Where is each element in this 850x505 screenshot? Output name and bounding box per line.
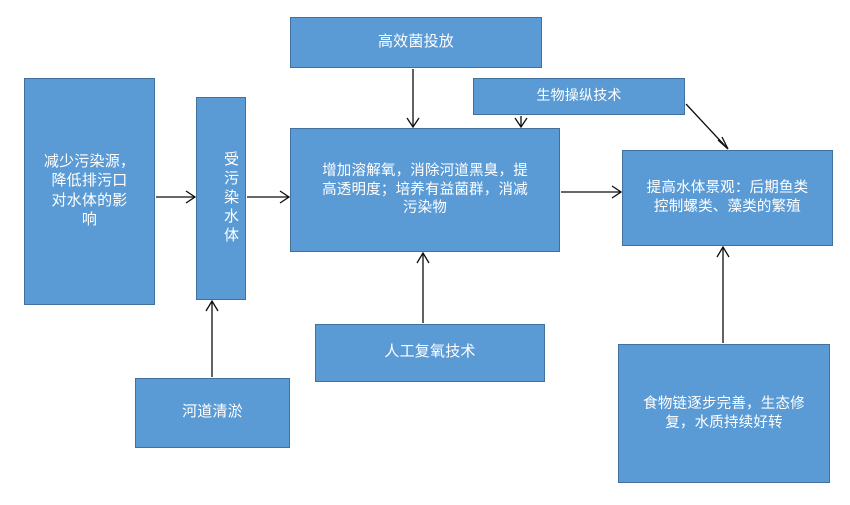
edge-reoxygenation-to-improve-do (416, 251, 430, 323)
edge-bacteria-dosing-to-improve-do (406, 69, 420, 129)
edge-reduce-source-to-polluted-water (156, 190, 197, 204)
node-label: 人工复氧技术 (384, 344, 476, 361)
node-label: 食物链逐步完善，生态修 复，水质持续好转 (643, 395, 805, 431)
node-label: 增加溶解氧，消除河道黑臭，提 高透明度；培养有益菌群，消减 污染物 (322, 163, 528, 217)
edge-polluted-water-to-improve-do (247, 190, 291, 204)
node-food-chain-restoration[interactable]: 食物链逐步完善，生态修 复，水质持续好转 (618, 344, 830, 483)
node-river-dredging[interactable]: 河道清淤 (135, 378, 290, 448)
node-label: 生物操纵技术 (536, 88, 622, 104)
node-reduce-pollution-source[interactable]: 减少污染源， 降低排污口 对水体的影 响 (24, 78, 155, 305)
node-label: 受污染水体 (222, 151, 238, 246)
node-label: 减少污染源， 降低排污口 对水体的影 响 (43, 154, 136, 228)
node-label: 提高水体景观：后期鱼类 控制螺类、藻类的繁殖 (646, 180, 809, 215)
node-artificial-reoxygenation[interactable]: 人工复氧技术 (315, 324, 545, 382)
edge-dredging-to-polluted-water (205, 299, 219, 377)
node-label: 河道清淤 (182, 404, 243, 421)
edge-biomanipulation-to-improve-do (514, 116, 528, 129)
edge-biomanipulation-to-landscape (685, 103, 729, 150)
node-increase-dissolved-oxygen[interactable]: 增加溶解氧，消除河道黑臭，提 高透明度；培养有益菌群，消减 污染物 (290, 128, 560, 252)
edge-improve-do-to-landscape (561, 185, 623, 199)
edge-food-chain-to-landscape (716, 245, 730, 343)
node-improve-water-landscape[interactable]: 提高水体景观：后期鱼类 控制螺类、藻类的繁殖 (622, 150, 833, 246)
node-label: 高效菌投放 (377, 33, 454, 50)
node-polluted-water-body[interactable]: 受污染水体 (196, 97, 246, 300)
node-efficient-bacteria-dosing[interactable]: 高效菌投放 (290, 17, 542, 68)
node-biomanipulation-technology[interactable]: 生物操纵技术 (473, 78, 685, 115)
